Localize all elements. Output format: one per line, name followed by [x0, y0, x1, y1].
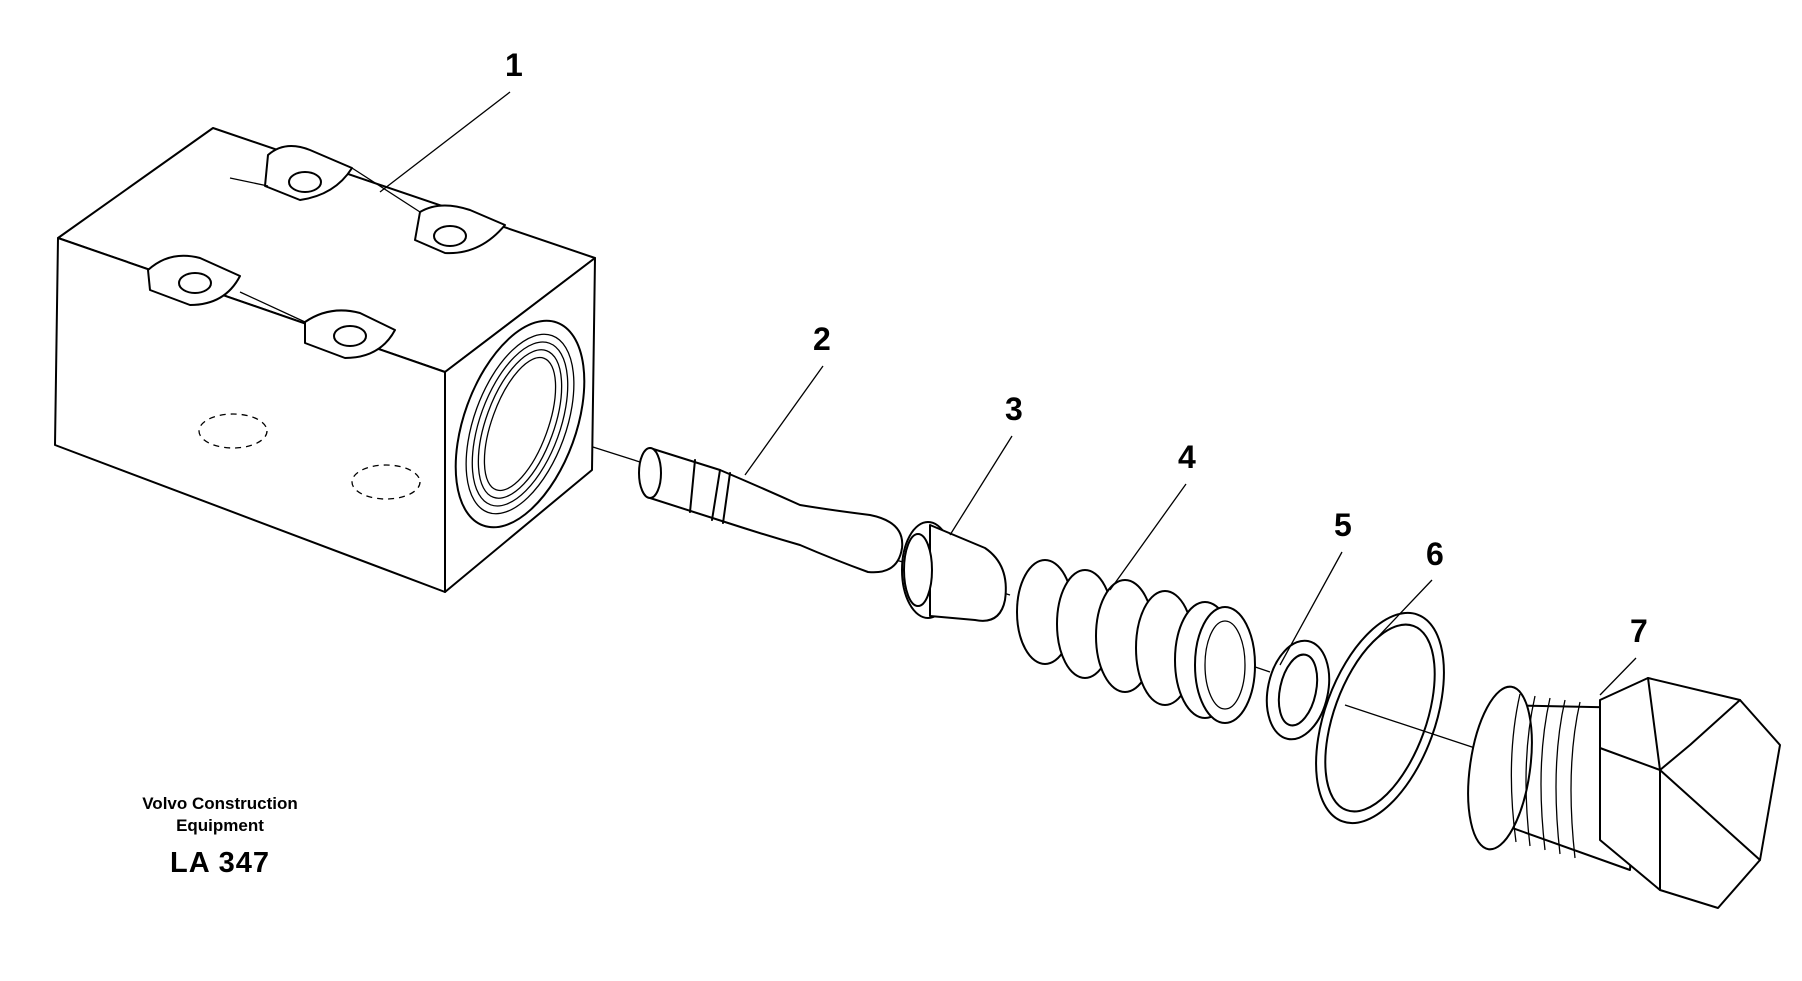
callout-4: 4	[1178, 439, 1196, 475]
manufacturer-caption: Volvo Construction Equipment LA 347	[100, 793, 340, 880]
callout-2: 2	[813, 321, 831, 357]
callout-3: 3	[1005, 391, 1023, 427]
manufacturer-name-line1: Volvo Construction	[142, 794, 298, 813]
drawing-code: LA 347	[169, 847, 271, 879]
callout-1: 1	[505, 47, 523, 83]
callout-6: 6	[1426, 536, 1444, 572]
callout-7: 7	[1630, 613, 1648, 649]
o-ring-part	[1315, 611, 1445, 825]
threaded-plug-part	[1467, 677, 1781, 909]
manufacturer-name-line2: Equipment	[176, 816, 264, 835]
leader-lines	[379, 91, 1637, 696]
valve-block-part	[54, 127, 596, 593]
valve-cone-part	[901, 521, 1007, 622]
spring-part	[1016, 559, 1256, 724]
washer-part	[1265, 639, 1331, 741]
callout-5: 5	[1334, 507, 1352, 543]
poppet-pin-part	[638, 447, 904, 574]
